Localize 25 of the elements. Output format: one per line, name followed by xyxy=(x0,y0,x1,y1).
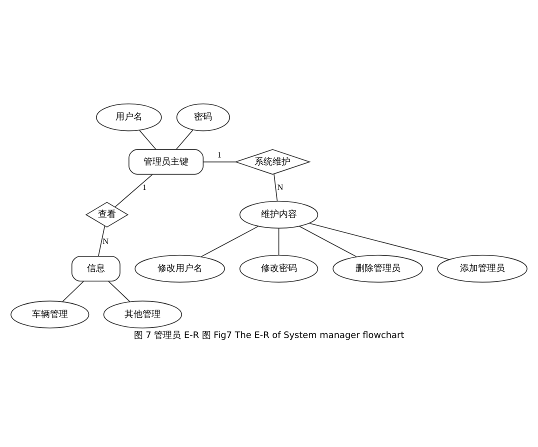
node-ellipse: 维护内容 xyxy=(239,200,318,229)
connector xyxy=(200,226,259,258)
connector xyxy=(278,228,280,256)
node-diamond: 查看 xyxy=(85,202,129,228)
node-ellipse: 修改用户名 xyxy=(134,254,225,283)
node-diamond: 系统维护 xyxy=(234,149,311,175)
node-box: 信息 xyxy=(71,256,120,282)
node-ellipse: 车辆管理 xyxy=(10,300,90,328)
connector xyxy=(98,225,106,257)
node-ellipse: 添加管理员 xyxy=(437,254,528,283)
connector xyxy=(298,226,357,258)
node-box: 管理员主键 xyxy=(128,149,204,175)
caption: 图 7 管理员 E-R 图 Fig7 The E-R of System manager flowchart xyxy=(134,331,404,342)
node-ellipse: 修改密码 xyxy=(239,254,318,283)
connector xyxy=(62,280,84,302)
connector xyxy=(176,130,194,150)
node-ellipse: 用户名 xyxy=(96,103,162,132)
connector xyxy=(108,280,130,302)
connector xyxy=(308,222,450,260)
connector xyxy=(114,174,153,208)
node-ellipse: 密码 xyxy=(176,103,230,132)
connector xyxy=(139,130,156,150)
connector xyxy=(274,174,278,202)
node-ellipse: 其他管理 xyxy=(103,300,182,328)
node-ellipse: 删除管理员 xyxy=(332,254,423,283)
